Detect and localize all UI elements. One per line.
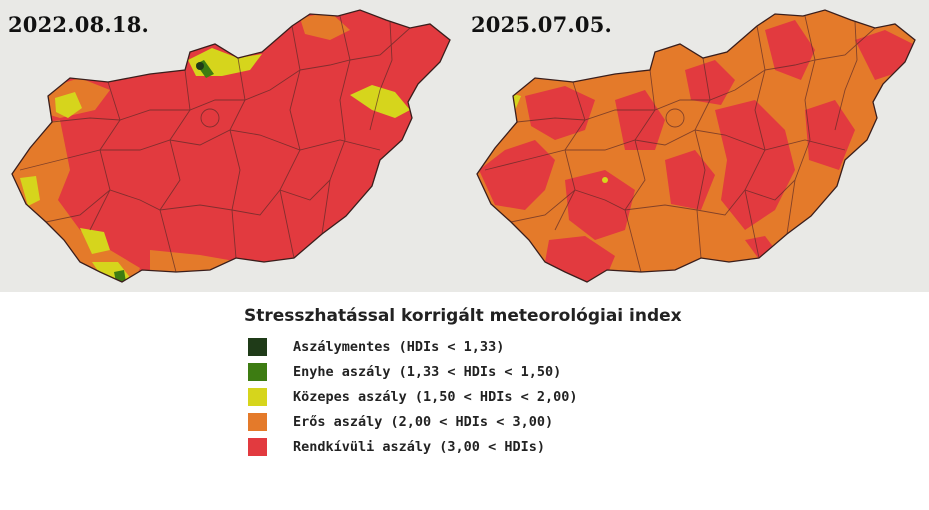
- map-legend: Stresszhatással korrigált meteorológiai …: [244, 306, 682, 463]
- zone-extreme-2: [525, 86, 595, 140]
- zone-extreme-6: [665, 150, 715, 210]
- legend-item-mild: Enyhe aszály (1,33 < HDIs < 1,50): [248, 363, 682, 388]
- legend-item-strong: Erős aszály (2,00 < HDIs < 3,00): [248, 413, 682, 438]
- legend-label: Enyhe aszály (1,33 < HDIs < 1,50): [293, 364, 562, 380]
- legend-swatch: [248, 338, 267, 356]
- zone-extreme-5: [615, 90, 665, 150]
- zone-moderate-1: [55, 92, 82, 118]
- legend-swatch: [248, 438, 267, 456]
- legend-label: Rendkívüli aszály (3,00 < HDIs): [293, 439, 545, 455]
- map-panel-2022: 2022.08.18.: [0, 0, 467, 292]
- legend-swatch: [248, 413, 267, 431]
- zone-extreme-10: [805, 100, 855, 170]
- county-borders: [484, 15, 876, 273]
- zone-moderate-2: [602, 177, 608, 183]
- legend-swatch: [248, 388, 267, 406]
- zone-moderate-3: [350, 85, 410, 118]
- legend-item-none: Aszálymentes (HDIs < 1,33): [248, 338, 682, 363]
- map-date-2022: 2022.08.18.: [8, 12, 150, 37]
- county-borders: [19, 15, 411, 273]
- legend-label: Közepes aszály (1,50 < HDIs < 2,00): [293, 389, 578, 405]
- zone-mild-1: [483, 96, 497, 112]
- zone-extreme-8: [715, 100, 795, 230]
- legend-item-moderate: Közepes aszály (1,50 < HDIs < 2,00): [248, 388, 682, 413]
- zone-mild-2: [114, 270, 126, 282]
- zone-moderate-4: [20, 176, 40, 206]
- map-panel-2025: 2025.07.05.: [465, 0, 929, 292]
- legend-title: Stresszhatással korrigált meteorológiai …: [244, 306, 682, 326]
- legend-label: Aszálymentes (HDIs < 1,33): [293, 339, 505, 355]
- zone-strong-north: [300, 12, 350, 40]
- zone-extreme-3: [565, 170, 635, 240]
- map-date-2025: 2025.07.05.: [471, 12, 613, 37]
- legend-swatch: [248, 363, 267, 381]
- legend-item-extreme: Rendkívüli aszály (3,00 < HDIs): [248, 438, 682, 463]
- zone-extreme-7: [685, 60, 735, 105]
- zone-moderate-5: [80, 228, 110, 254]
- drought-map-2025: [476, 9, 916, 283]
- zone-extreme-9: [765, 20, 815, 80]
- drought-map-2022: [11, 9, 451, 283]
- legend-label: Erős aszály (2,00 < HDIs < 3,00): [293, 414, 554, 430]
- zone-none-1: [196, 62, 204, 70]
- zone-none-1: [484, 101, 490, 107]
